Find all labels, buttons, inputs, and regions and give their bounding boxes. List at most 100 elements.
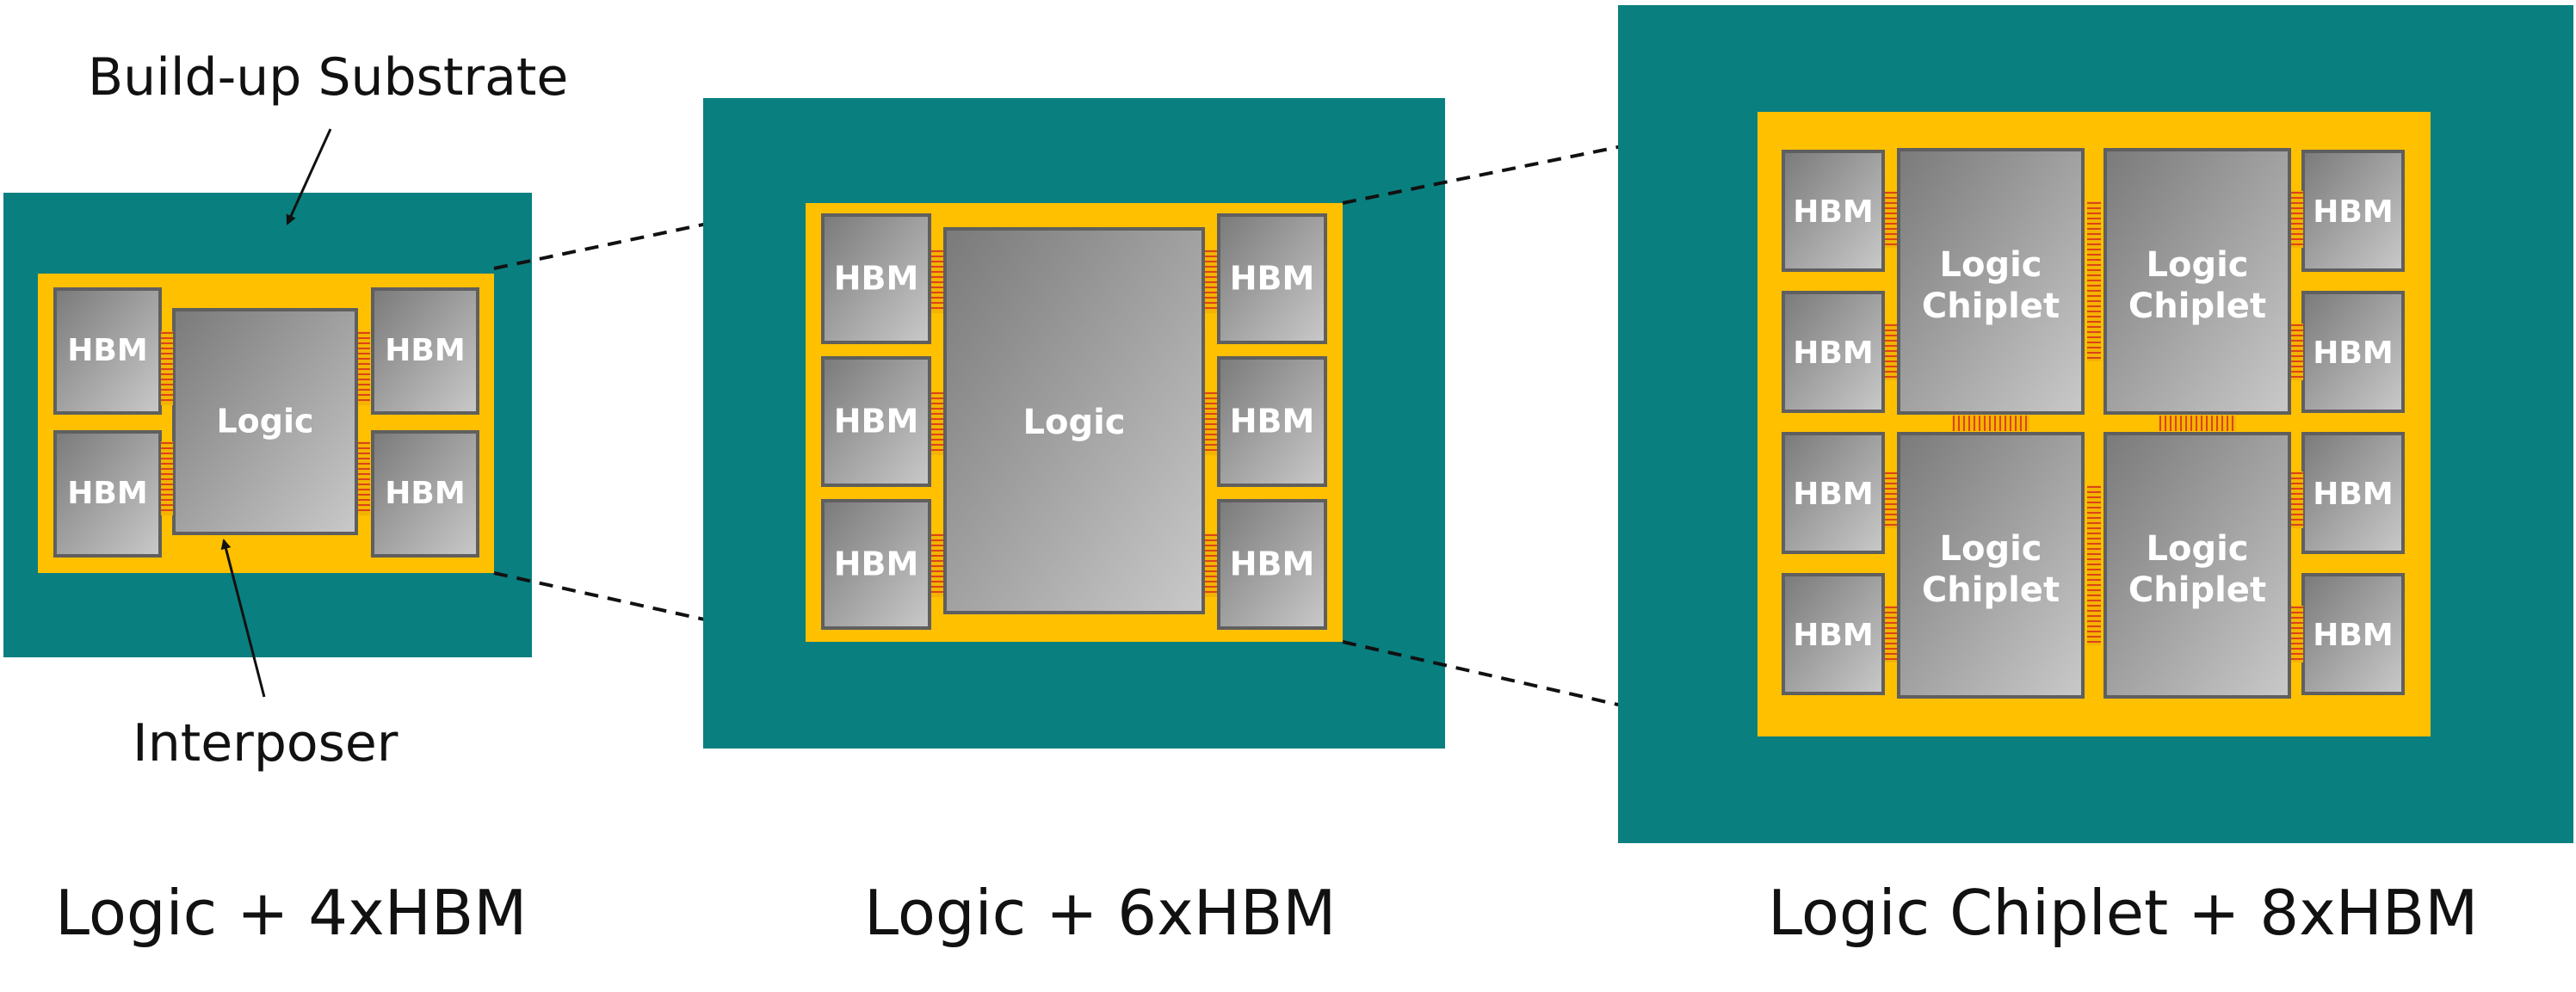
hbm-right-8: HBM	[2301, 573, 2405, 695]
logic-chiplet	[2103, 432, 2291, 699]
chiplet-label-line1: Logic	[1939, 529, 2042, 569]
chiplet-label-line1: Logic	[2146, 245, 2248, 285]
chiplet-label-line2: Chiplet	[2128, 570, 2266, 610]
logic-chip	[172, 308, 358, 535]
hbm-chip	[1217, 499, 1327, 630]
microbumps-middle	[931, 250, 1217, 597]
hbm-right-6: HBM	[2301, 291, 2405, 413]
hbm-middle-5: HBM	[1217, 356, 1327, 487]
package-right: HBM HBM HBM HBM HBM HBM HBM HBM	[1618, 5, 2573, 949]
microbump-lines	[2159, 416, 2233, 431]
microbump-array	[1205, 533, 1217, 597]
microbump-lines	[1953, 416, 2027, 431]
microbumps-left	[161, 331, 370, 515]
microbump-lines	[161, 442, 173, 511]
microbump-array	[161, 331, 173, 405]
microbump-lines	[1885, 472, 1897, 526]
hbm-chip	[821, 499, 931, 630]
microbump-lines	[2291, 607, 2303, 660]
hbm-chip	[53, 287, 162, 415]
hbm-chip	[2301, 432, 2405, 554]
microbump-lines	[2087, 202, 2101, 359]
hbm-label: HBM	[2313, 336, 2393, 371]
microbump-lines	[1205, 534, 1217, 593]
microbump-lines	[2291, 472, 2303, 526]
hbm-label: HBM	[1793, 477, 1873, 512]
caption-right: Logic Chiplet + 8xHBM	[1768, 877, 2478, 949]
hbm-label: HBM	[834, 545, 919, 583]
hbm-left-4: HBM	[371, 430, 479, 558]
microbump-lines	[2087, 486, 2101, 643]
microbump-lines	[1885, 192, 1897, 245]
hbm-label: HBM	[2313, 618, 2393, 653]
hbm-left-2: HBM	[53, 430, 162, 558]
microbump-lines	[1885, 324, 1897, 378]
hbm-label: HBM	[2313, 477, 2393, 512]
microbump-array	[358, 441, 370, 515]
hbm-label: HBM	[1793, 194, 1873, 230]
hbm-chip	[371, 287, 479, 415]
hbm-label: HBM	[1793, 618, 1873, 653]
arrow-interposer	[220, 539, 266, 698]
hbm-label: HBM	[2313, 194, 2393, 230]
logic-chiplet-1: Logic Chiplet	[1897, 148, 2085, 415]
hbm-middle-2: HBM	[821, 356, 931, 487]
hbm-right-7: HBM	[2301, 432, 2405, 554]
logic-label: Logic	[216, 403, 313, 441]
hbm-middle-1: HBM	[821, 213, 931, 344]
hbm-label: HBM	[834, 260, 919, 298]
logic-chiplet-2: Logic Chiplet	[2103, 148, 2291, 415]
hbm-chip	[2301, 291, 2405, 413]
microbump-array	[1205, 391, 1217, 455]
microbump-lines	[1205, 250, 1217, 309]
hbm-right-1: HBM	[1782, 150, 1885, 272]
hbm-chip	[821, 356, 931, 487]
microbump-array	[358, 331, 370, 405]
microbumps-right	[1885, 191, 2303, 662]
hbm-label: HBM	[1793, 336, 1873, 371]
caption-middle: Logic + 6xHBM	[864, 877, 1336, 949]
microbump-array	[931, 391, 943, 455]
hbm-left-1: HBM	[53, 287, 162, 415]
hbm-label: HBM	[67, 476, 147, 511]
logic-chiplet	[1897, 148, 2085, 415]
hbm-chip	[1217, 356, 1327, 487]
hbm-middle-6: HBM	[1217, 499, 1327, 630]
microbump-lines	[161, 332, 173, 401]
hbm-chip	[371, 430, 479, 558]
hbm-right-2: HBM	[1782, 291, 1885, 413]
hbm-label: HBM	[834, 403, 919, 441]
chiplet-label-line1: Logic	[2146, 529, 2248, 569]
logic-chiplet-3: Logic Chiplet	[1897, 432, 2085, 699]
microbump-array	[1205, 250, 1217, 313]
hbm-chip	[821, 213, 931, 344]
microbump-lines	[931, 534, 943, 593]
microbump-array	[161, 441, 173, 515]
microbump-array	[931, 250, 943, 313]
hbm-label: HBM	[1230, 260, 1315, 298]
hbm-chip	[1217, 213, 1327, 344]
chiplet-label-line2: Chiplet	[1922, 570, 2060, 610]
logic-chip	[943, 227, 1205, 614]
microbump-lines	[931, 392, 943, 451]
hbm-chip	[2301, 150, 2405, 272]
hbm-label: HBM	[67, 333, 147, 368]
hbm-chip	[1782, 573, 1885, 695]
chiplet-label-line2: Chiplet	[2128, 287, 2266, 326]
microbump-lines	[1205, 392, 1217, 451]
hbm-chip	[1782, 150, 1885, 272]
microbump-lines	[1885, 607, 1897, 660]
microbump-lines	[358, 442, 370, 511]
logic-middle: Logic	[943, 227, 1205, 614]
annotation-interposer: Interposer	[133, 713, 398, 773]
arrow-substrate	[286, 128, 332, 225]
hbm-right-5: HBM	[2301, 150, 2405, 272]
logic-label: Logic	[1022, 403, 1125, 442]
package-left: HBM HBM HBM HBM Logic Build-up Substrate…	[3, 47, 568, 949]
logic-chiplet	[1897, 432, 2085, 699]
hbm-chip	[1782, 432, 1885, 554]
microbump-lines	[2291, 192, 2303, 245]
microbump-lines	[358, 332, 370, 401]
hbm-chip	[1782, 291, 1885, 413]
